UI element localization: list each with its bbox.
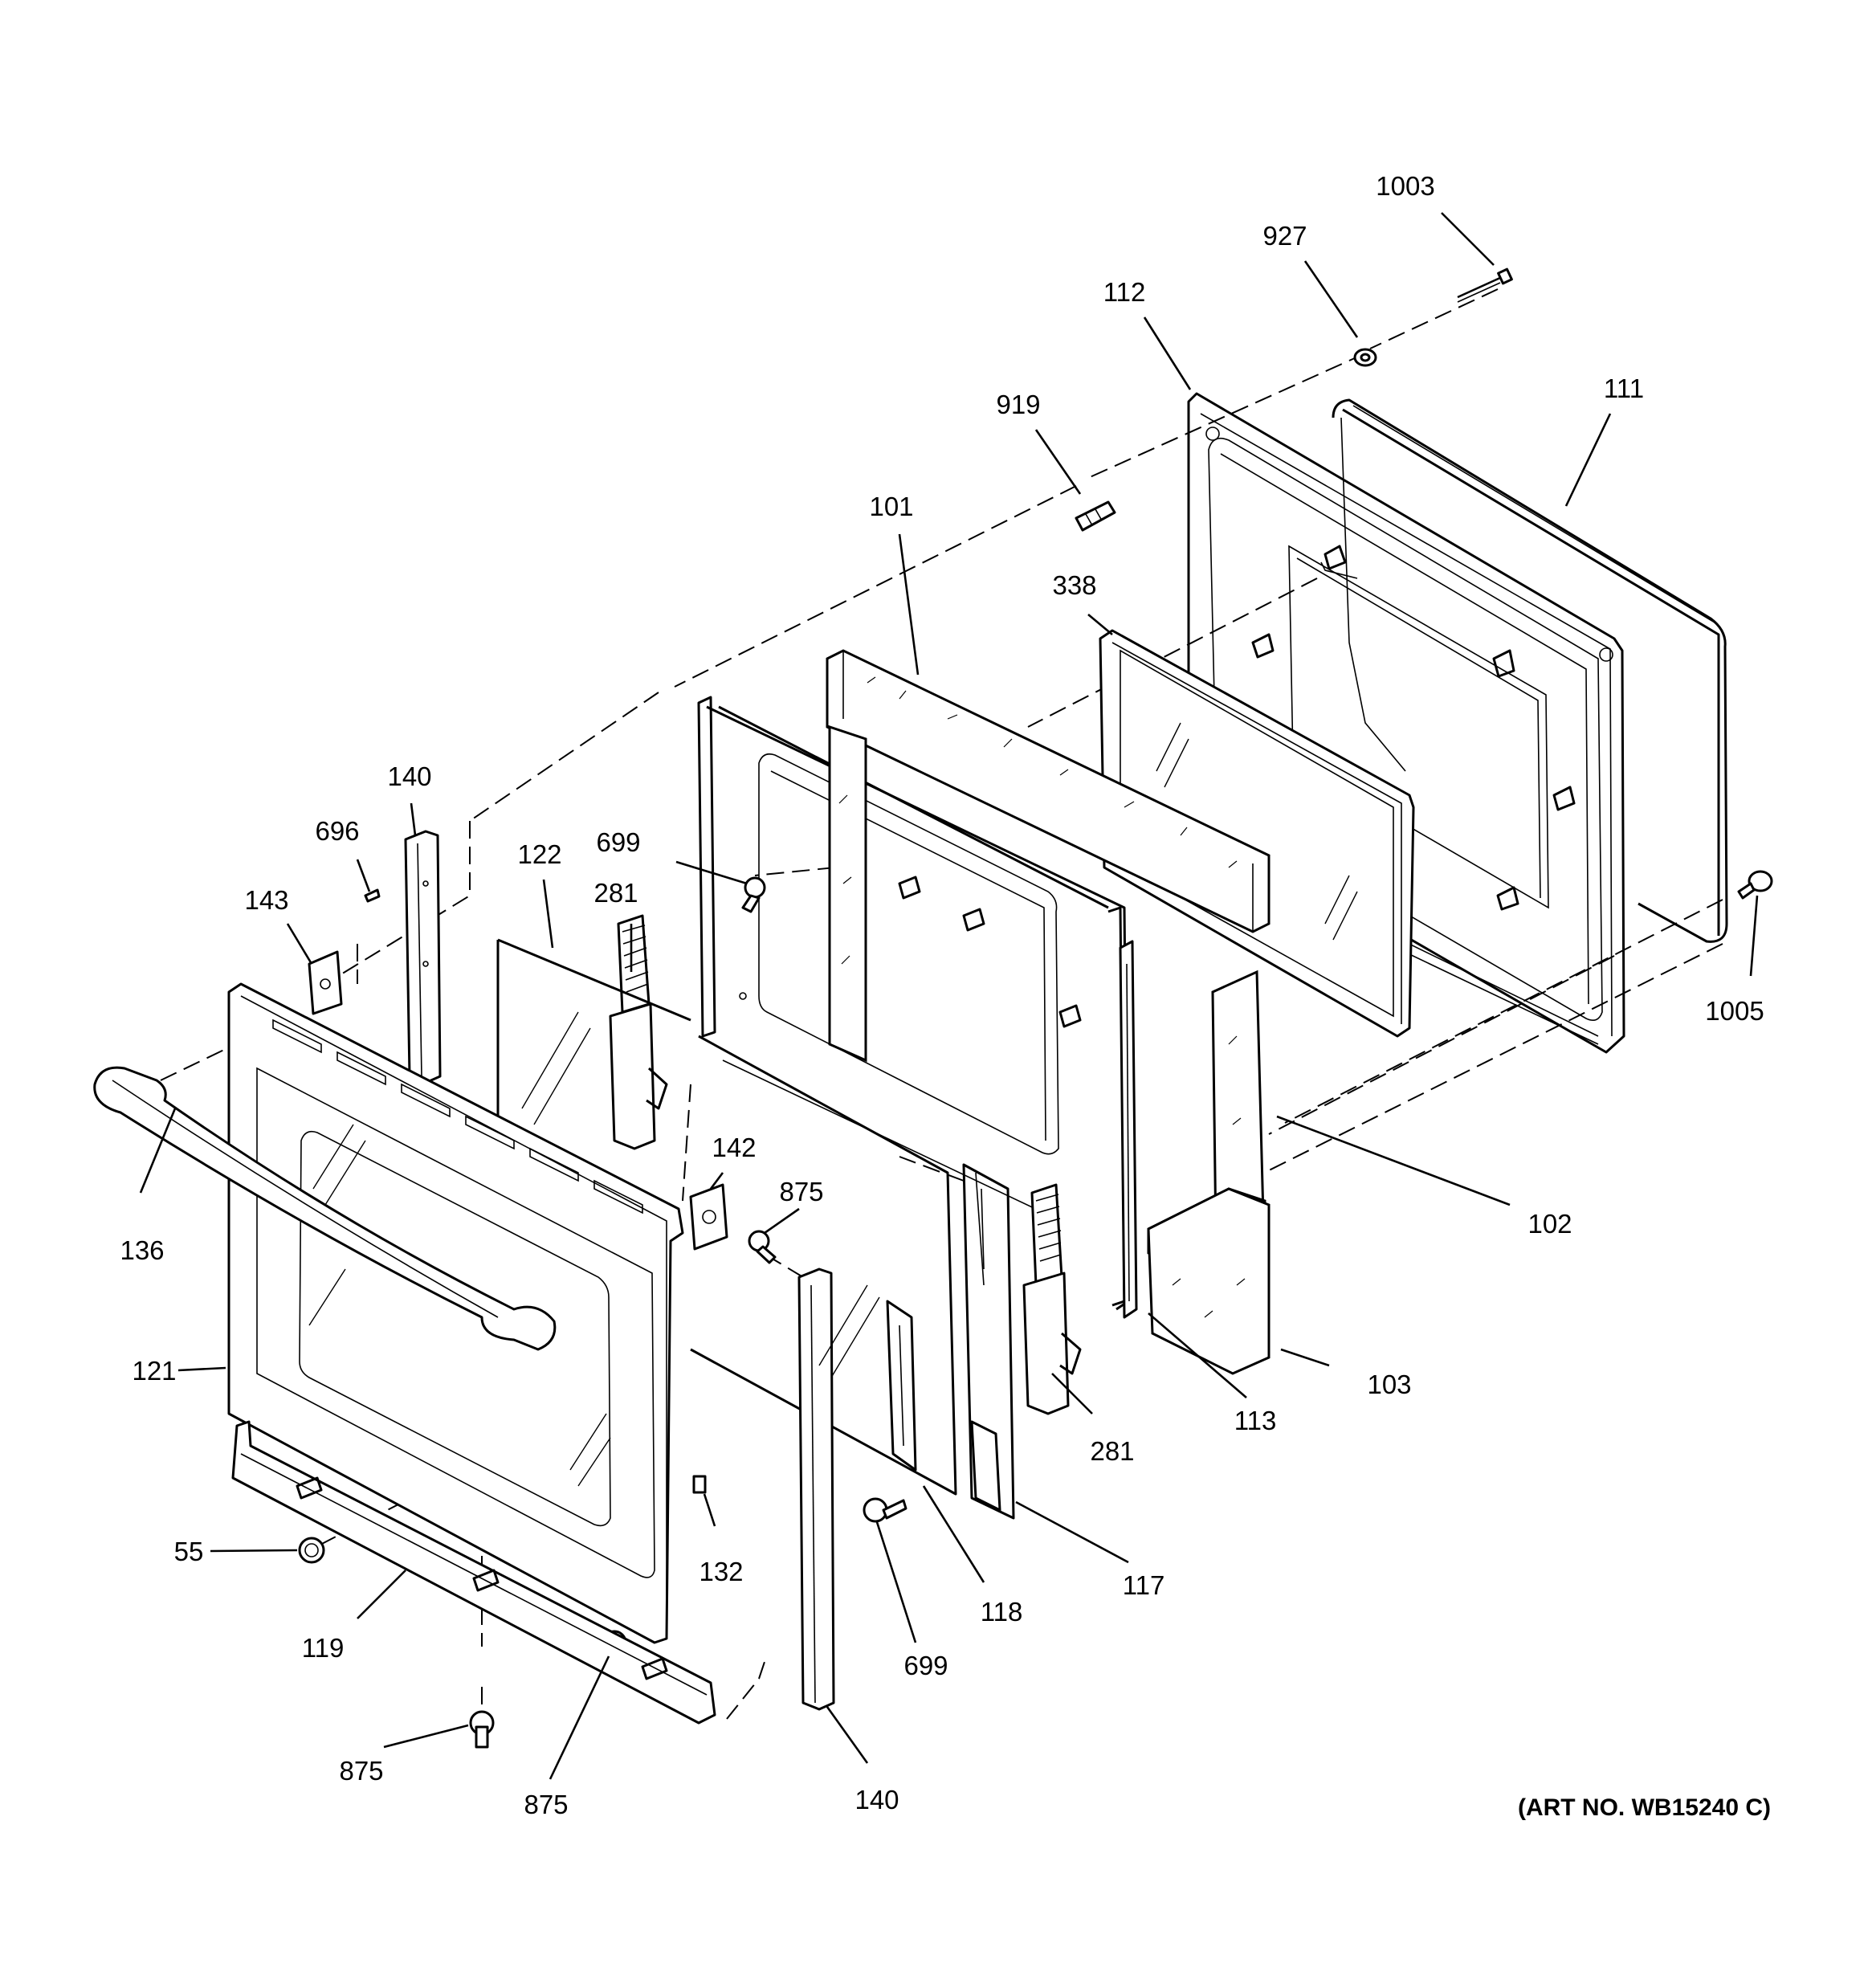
leader-lines — [139, 212, 1759, 1780]
hinge-281-right — [1022, 1183, 1082, 1415]
hinge-281-left — [609, 914, 668, 1150]
callout-112: 112 — [1103, 277, 1146, 307]
callout-113: 113 — [1234, 1406, 1277, 1435]
insulation-103 — [1147, 1187, 1270, 1375]
callout-labels: 1003 927 112 111 919 101 338 140 696 699… — [120, 171, 1764, 1819]
art-number: (ART NO. WB15240 C) — [1518, 1794, 1771, 1821]
screw-1003 — [1457, 267, 1513, 303]
screw-699-top — [741, 876, 766, 913]
callout-140-top: 140 — [387, 761, 431, 791]
callout-118: 118 — [981, 1597, 1023, 1627]
callout-55: 55 — [174, 1537, 204, 1566]
spacer-919 — [1075, 500, 1116, 532]
callout-136: 136 — [120, 1235, 164, 1265]
rail-140-bottom — [797, 1268, 835, 1711]
callout-103: 103 — [1367, 1370, 1411, 1399]
callout-338: 338 — [1052, 570, 1096, 600]
screw-696 — [364, 888, 381, 903]
callout-875-bottom-left: 875 — [339, 1756, 383, 1786]
bumper-55 — [298, 1537, 325, 1564]
callout-117: 117 — [1123, 1570, 1165, 1600]
callout-132: 132 — [699, 1557, 743, 1586]
callout-699-bottom: 699 — [903, 1651, 948, 1680]
callout-875-bottom-right: 875 — [524, 1790, 568, 1819]
assembly-lines — [160, 288, 1723, 1743]
rail-140-top — [404, 830, 442, 1084]
glass-122 — [496, 938, 880, 1378]
callout-696: 696 — [315, 816, 359, 846]
screw-875-bottom — [469, 1710, 495, 1749]
clip-132 — [692, 1475, 707, 1494]
callout-927: 927 — [1262, 221, 1307, 251]
screw-699-bottom — [863, 1497, 907, 1523]
callout-143: 143 — [244, 885, 288, 915]
callout-119: 119 — [302, 1633, 345, 1663]
callout-111: 111 — [1604, 374, 1644, 403]
bracket-142 — [689, 1183, 728, 1251]
callout-1005: 1005 — [1705, 996, 1764, 1026]
bottom-trim-119 — [231, 1420, 716, 1725]
glass-pack-338 — [1099, 629, 1415, 1038]
vent-slots — [272, 1018, 643, 1214]
handle-136 — [93, 1066, 557, 1351]
bracket-143 — [308, 950, 343, 1015]
washer-927 — [1353, 348, 1377, 367]
callout-281-top: 281 — [593, 878, 638, 908]
callout-281-bottom: 281 — [1090, 1436, 1134, 1466]
gasket-111 — [1332, 398, 1728, 943]
strip-113 — [1119, 940, 1138, 1319]
screw-875-top — [748, 1230, 777, 1264]
callout-140-bottom: 140 — [854, 1785, 899, 1815]
callout-122: 122 — [517, 839, 561, 869]
callout-699-top: 699 — [596, 827, 640, 857]
callout-101: 101 — [869, 492, 913, 521]
callout-875-top: 875 — [779, 1177, 823, 1206]
outer-door-121 — [227, 982, 684, 1644]
screw-1005 — [1737, 870, 1773, 900]
callout-1003: 1003 — [1376, 171, 1434, 201]
callout-919: 919 — [996, 390, 1040, 419]
callout-142: 142 — [712, 1133, 756, 1162]
inner-panel — [690, 1035, 1015, 1520]
callout-102: 102 — [1527, 1209, 1572, 1239]
callout-121: 121 — [132, 1356, 176, 1386]
